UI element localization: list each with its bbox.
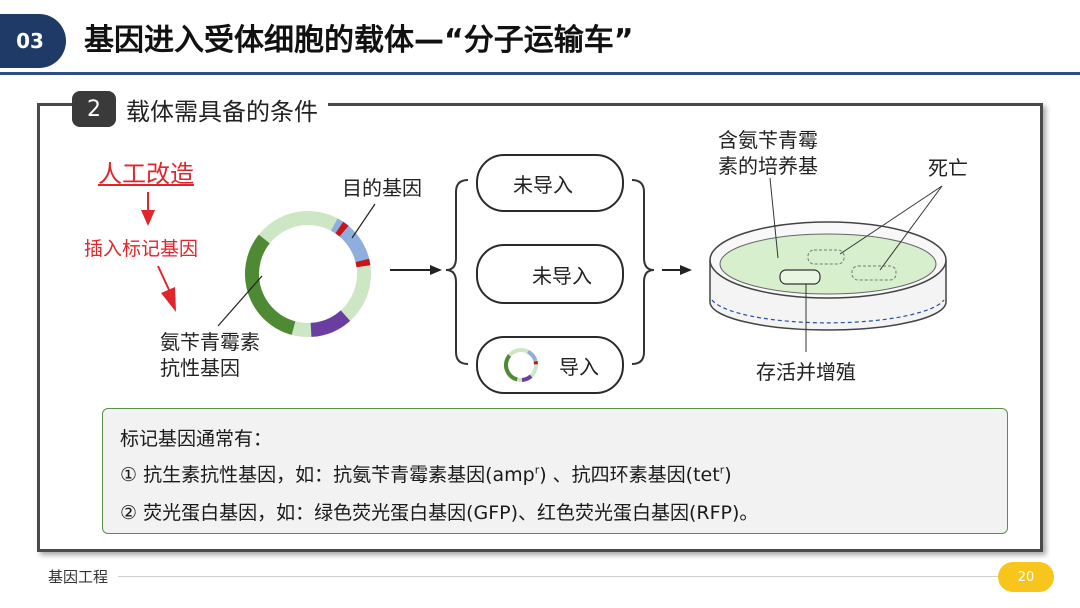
note-item-1: ① 抗生素抗性基因，如：抗氨苄青霉素基因(ampr) 、抗四环素基因(tetr) [120,460,732,487]
note-item-2: ② 荧光蛋白基因，如：绿色荧光蛋白基因(GFP)、红色荧光蛋白基因(RFP)。 [120,498,758,525]
subheading: 2 载体需具备的条件 [72,88,328,130]
medium-label-line1: 含氨苄青霉 [718,124,818,153]
outcome-imported: 导入 [476,336,624,394]
red-arrow-1 [141,192,155,226]
target-gene-pointer [352,204,375,238]
red-arrow-2 [158,266,176,312]
living-colony [780,270,820,284]
medium-label-line2: 素的培养基 [718,150,818,179]
outcome-not-imported-1: 未导入 [476,154,624,212]
outcome-label: 导入 [559,351,599,380]
outcome-label: 未导入 [532,260,592,289]
footer-divider [118,576,998,577]
outcome-label: 未导入 [513,169,573,198]
flow-arrow-1 [390,265,442,275]
target-gene-label: 目的基因 [342,172,422,201]
right-brace [632,180,654,364]
left-brace [446,180,468,364]
outcome-not-imported-2: 未导入 [476,244,624,304]
flow-arrow-2 [662,265,692,275]
subheading-text: 载体需具备的条件 [126,92,318,127]
mini-plasmid-icon [501,345,541,385]
petri-dish [710,222,946,330]
survive-label: 存活并增殖 [756,356,856,385]
note-item-1-middle: ) 、抗四环素基因(tet [539,464,719,486]
insert-marker-label: 插入标记基因 [84,234,198,261]
note-item-1-suffix: ) [724,464,731,486]
amp-gene-label-line2: 抗性基因 [160,352,240,381]
note-heading: 标记基因通常有： [120,424,272,451]
footer-course-name: 基因工程 [48,566,108,587]
note-item-1-prefix: ① 抗生素抗性基因，如：抗氨苄青霉素基因(amp [120,464,535,486]
subheading-number: 2 [72,91,116,127]
artificial-modification-label: 人工改造 [98,154,194,189]
amp-gene-label-line1: 氨苄青霉素 [160,326,260,355]
page-number-badge: 20 [998,562,1054,592]
death-label: 死亡 [928,152,968,181]
